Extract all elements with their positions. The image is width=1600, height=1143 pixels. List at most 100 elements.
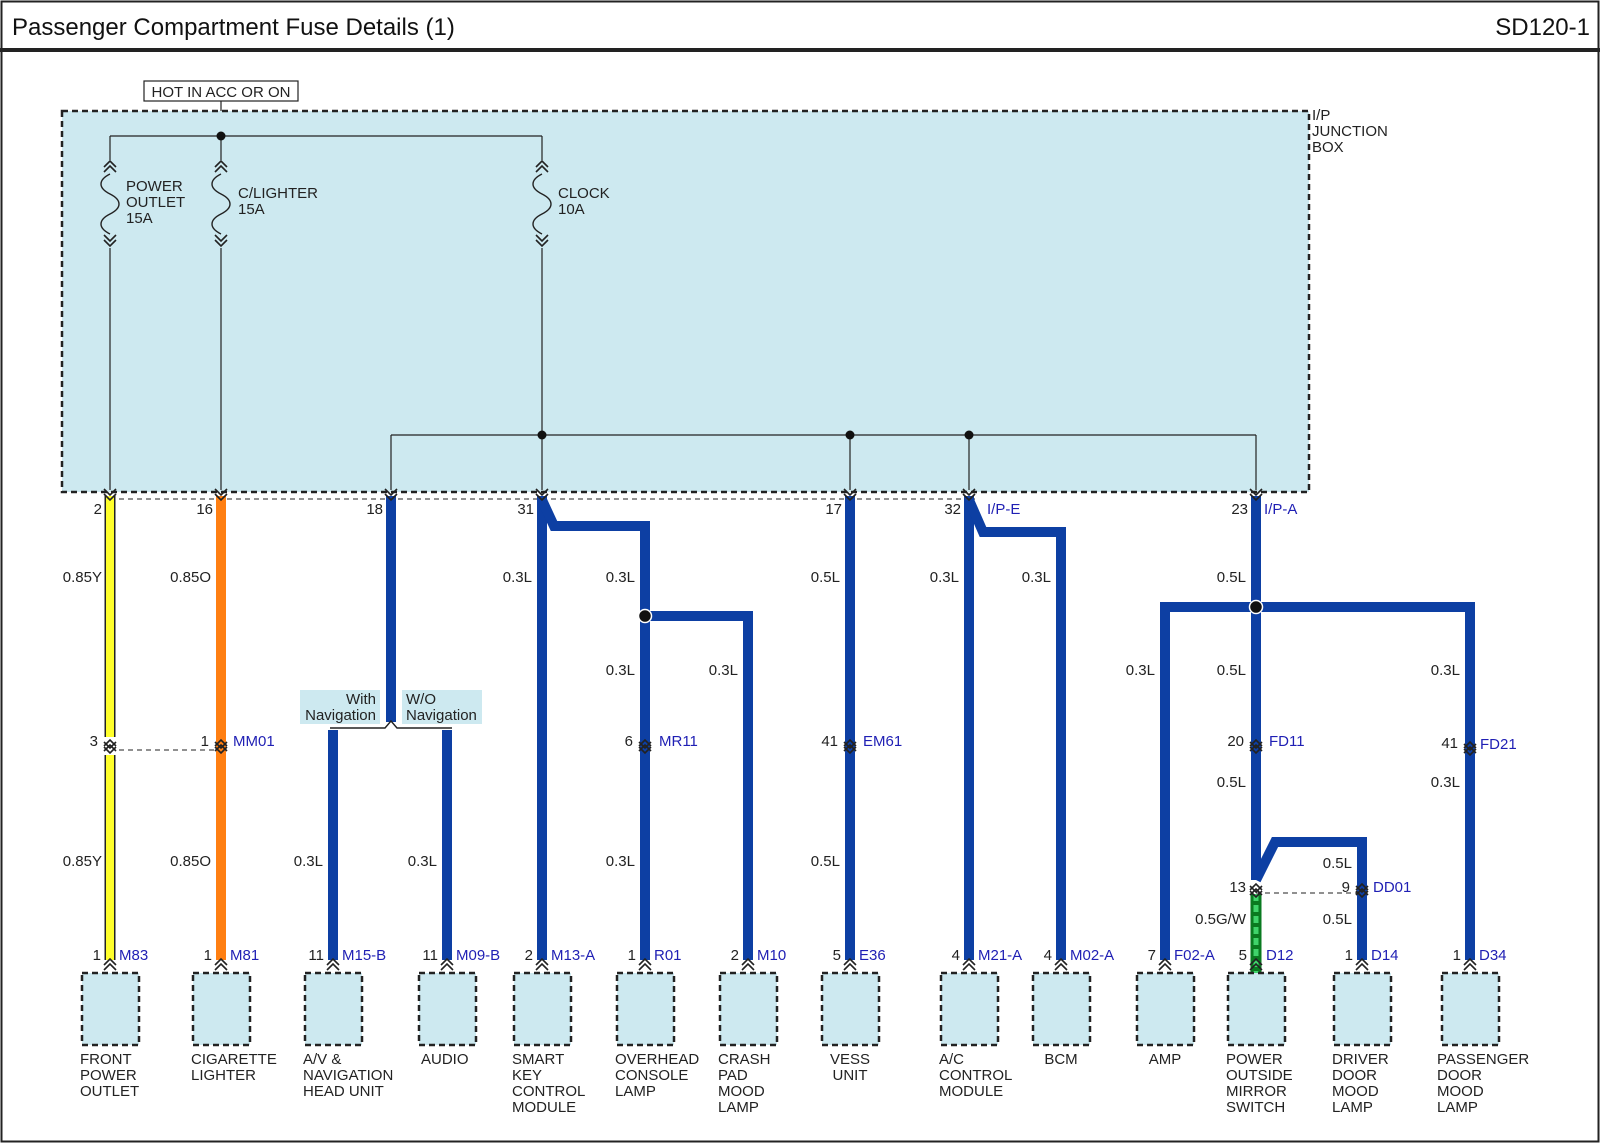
wire-spec: 0.5G/W — [1195, 911, 1247, 928]
option-wo-nav: W/O — [406, 691, 436, 708]
component-name: KEY — [512, 1067, 542, 1084]
connector-id: E36 — [859, 947, 886, 964]
option-wo-nav-box — [402, 690, 482, 724]
pin-number: 1 — [1345, 947, 1353, 964]
component-name: PASSENGER — [1437, 1051, 1529, 1068]
pin-number: 23 — [1231, 501, 1248, 518]
component-name: CONTROL — [512, 1083, 585, 1100]
fuse-name: POWER — [126, 178, 183, 195]
pin-number: 20 — [1227, 733, 1244, 750]
pin-number: 11 — [308, 947, 324, 964]
wire-spec: 0.5L — [811, 569, 840, 586]
component-name: AUDIO — [421, 1051, 469, 1068]
wire-spec: 0.5L — [1217, 774, 1246, 791]
wire-spec: 0.3L — [1022, 569, 1051, 586]
page-title: Passenger Compartment Fuse Details (1) — [12, 14, 455, 41]
connector-id: D34 — [1479, 947, 1507, 964]
pin-number: 31 — [517, 501, 534, 518]
fuse-name: C/LIGHTER — [238, 185, 318, 202]
component-name: A/V & — [303, 1051, 341, 1068]
wire-spec: 0.3L — [606, 853, 635, 870]
component-name: MIRROR — [1226, 1083, 1287, 1100]
pin-number: 2 — [94, 501, 102, 518]
wire-spec: 0.3L — [606, 662, 635, 679]
connector-id: MR11 — [659, 733, 698, 750]
inline-connectors: 3 1 MM01 6 MR11 41 EM61 20 FD11 41 FD21 … — [90, 733, 1517, 898]
splice-dot — [637, 608, 653, 624]
wire-spec: 0.3L — [1431, 774, 1460, 791]
component-name: LAMP — [615, 1083, 656, 1100]
component-name: MODULE — [512, 1099, 576, 1116]
wire-spec: 0.5L — [1323, 911, 1352, 928]
option-with-nav: Navigation — [305, 707, 376, 724]
component-name: AMP — [1149, 1051, 1182, 1068]
junction-pins: 2 16 18 31 17 32 I/P-E 23 I/P-A — [94, 488, 1297, 518]
wire-spec: 0.85O — [170, 569, 211, 586]
component-name: LAMP — [718, 1099, 759, 1116]
component-name: MOOD — [718, 1083, 765, 1100]
pin-number: 2 — [731, 947, 739, 964]
component-name: BCM — [1044, 1051, 1077, 1068]
connector-id: FD21 — [1480, 736, 1517, 753]
pin-number: 16 — [196, 501, 213, 518]
pin-number: 7 — [1148, 947, 1156, 964]
wire-spec: 0.85Y — [63, 853, 102, 870]
pin-number: 5 — [1239, 947, 1247, 964]
connector-id: R01 — [654, 947, 682, 964]
component-name: UNIT — [833, 1067, 868, 1084]
splice-dot — [1248, 599, 1264, 615]
connector-id: EM61 — [863, 733, 902, 750]
component-name: OUTLET — [80, 1083, 139, 1100]
wire-spec: 0.3L — [503, 569, 532, 586]
connector-id: D12 — [1266, 947, 1294, 964]
connector-id: I/P-E — [987, 501, 1020, 518]
pin-number: 4 — [952, 947, 960, 964]
component-audio: 11 M09-B AUDIO — [417, 947, 500, 1068]
pin-number: 41 — [821, 733, 838, 750]
fuse-rating: 15A — [238, 201, 265, 218]
option-split — [330, 719, 452, 729]
pin-number: 41 — [1441, 735, 1458, 752]
connector-id: I/P-A — [1264, 501, 1297, 518]
pin-number: 9 — [1342, 879, 1350, 896]
component-name: MOOD — [1437, 1083, 1484, 1100]
connector-links — [110, 498, 1359, 894]
wire-spec: 0.3L — [1126, 662, 1155, 679]
component-name: LAMP — [1332, 1099, 1373, 1116]
splice-dot — [964, 430, 974, 440]
pin-number: 1 — [204, 947, 212, 964]
connector-id: MM01 — [233, 733, 275, 750]
pin-number: 1 — [628, 947, 636, 964]
connector-id: M15-B — [342, 947, 386, 964]
wire-spec: 0.5L — [1323, 855, 1352, 872]
pin-number: 18 — [366, 501, 383, 518]
component-name: CONTROL — [939, 1067, 1012, 1084]
page-code: SD120-1 — [1495, 14, 1590, 41]
power-source-label: HOT IN ACC OR ON — [152, 84, 291, 101]
wire-spec: 0.3L — [294, 853, 323, 870]
component-name: CONSOLE — [615, 1067, 688, 1084]
wire-spec: 0.5L — [1217, 569, 1246, 586]
pin-number: 3 — [90, 733, 98, 750]
